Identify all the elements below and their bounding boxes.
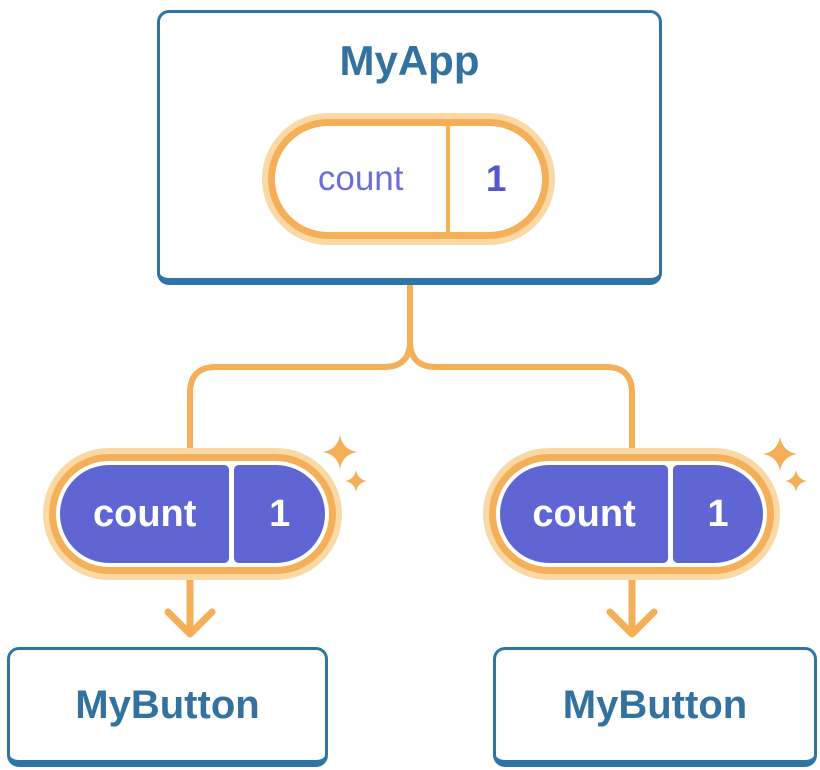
prop-pill-right: count 1: [489, 454, 774, 574]
component-card-myapp: MyApp: [157, 10, 662, 285]
component-card-mybutton-left: MyButton: [7, 647, 328, 767]
state-name-label: count: [317, 159, 404, 198]
arrow-down-icon: [164, 568, 216, 638]
pill-divider: [446, 126, 451, 232]
connector-line-right: [407, 279, 635, 465]
component-title: MyApp: [339, 37, 480, 84]
component-title: MyButton: [562, 682, 748, 727]
prop-value-label: 1: [673, 465, 763, 563]
prop-pill-left: count 1: [49, 454, 336, 574]
component-card-mybutton-right: MyButton: [493, 647, 817, 767]
connector-line-left: [187, 279, 413, 465]
state-value-label: 1: [485, 158, 507, 199]
sparkle-icon: [323, 435, 368, 493]
prop-name-label: count: [500, 465, 669, 563]
arrow-down-icon: [606, 568, 658, 638]
prop-value-label: 1: [234, 465, 325, 563]
state-pill-root: count 1: [268, 119, 549, 239]
component-title: MyButton: [75, 682, 260, 727]
sparkle-icon: [763, 437, 808, 493]
prop-name-label: count: [60, 465, 230, 563]
